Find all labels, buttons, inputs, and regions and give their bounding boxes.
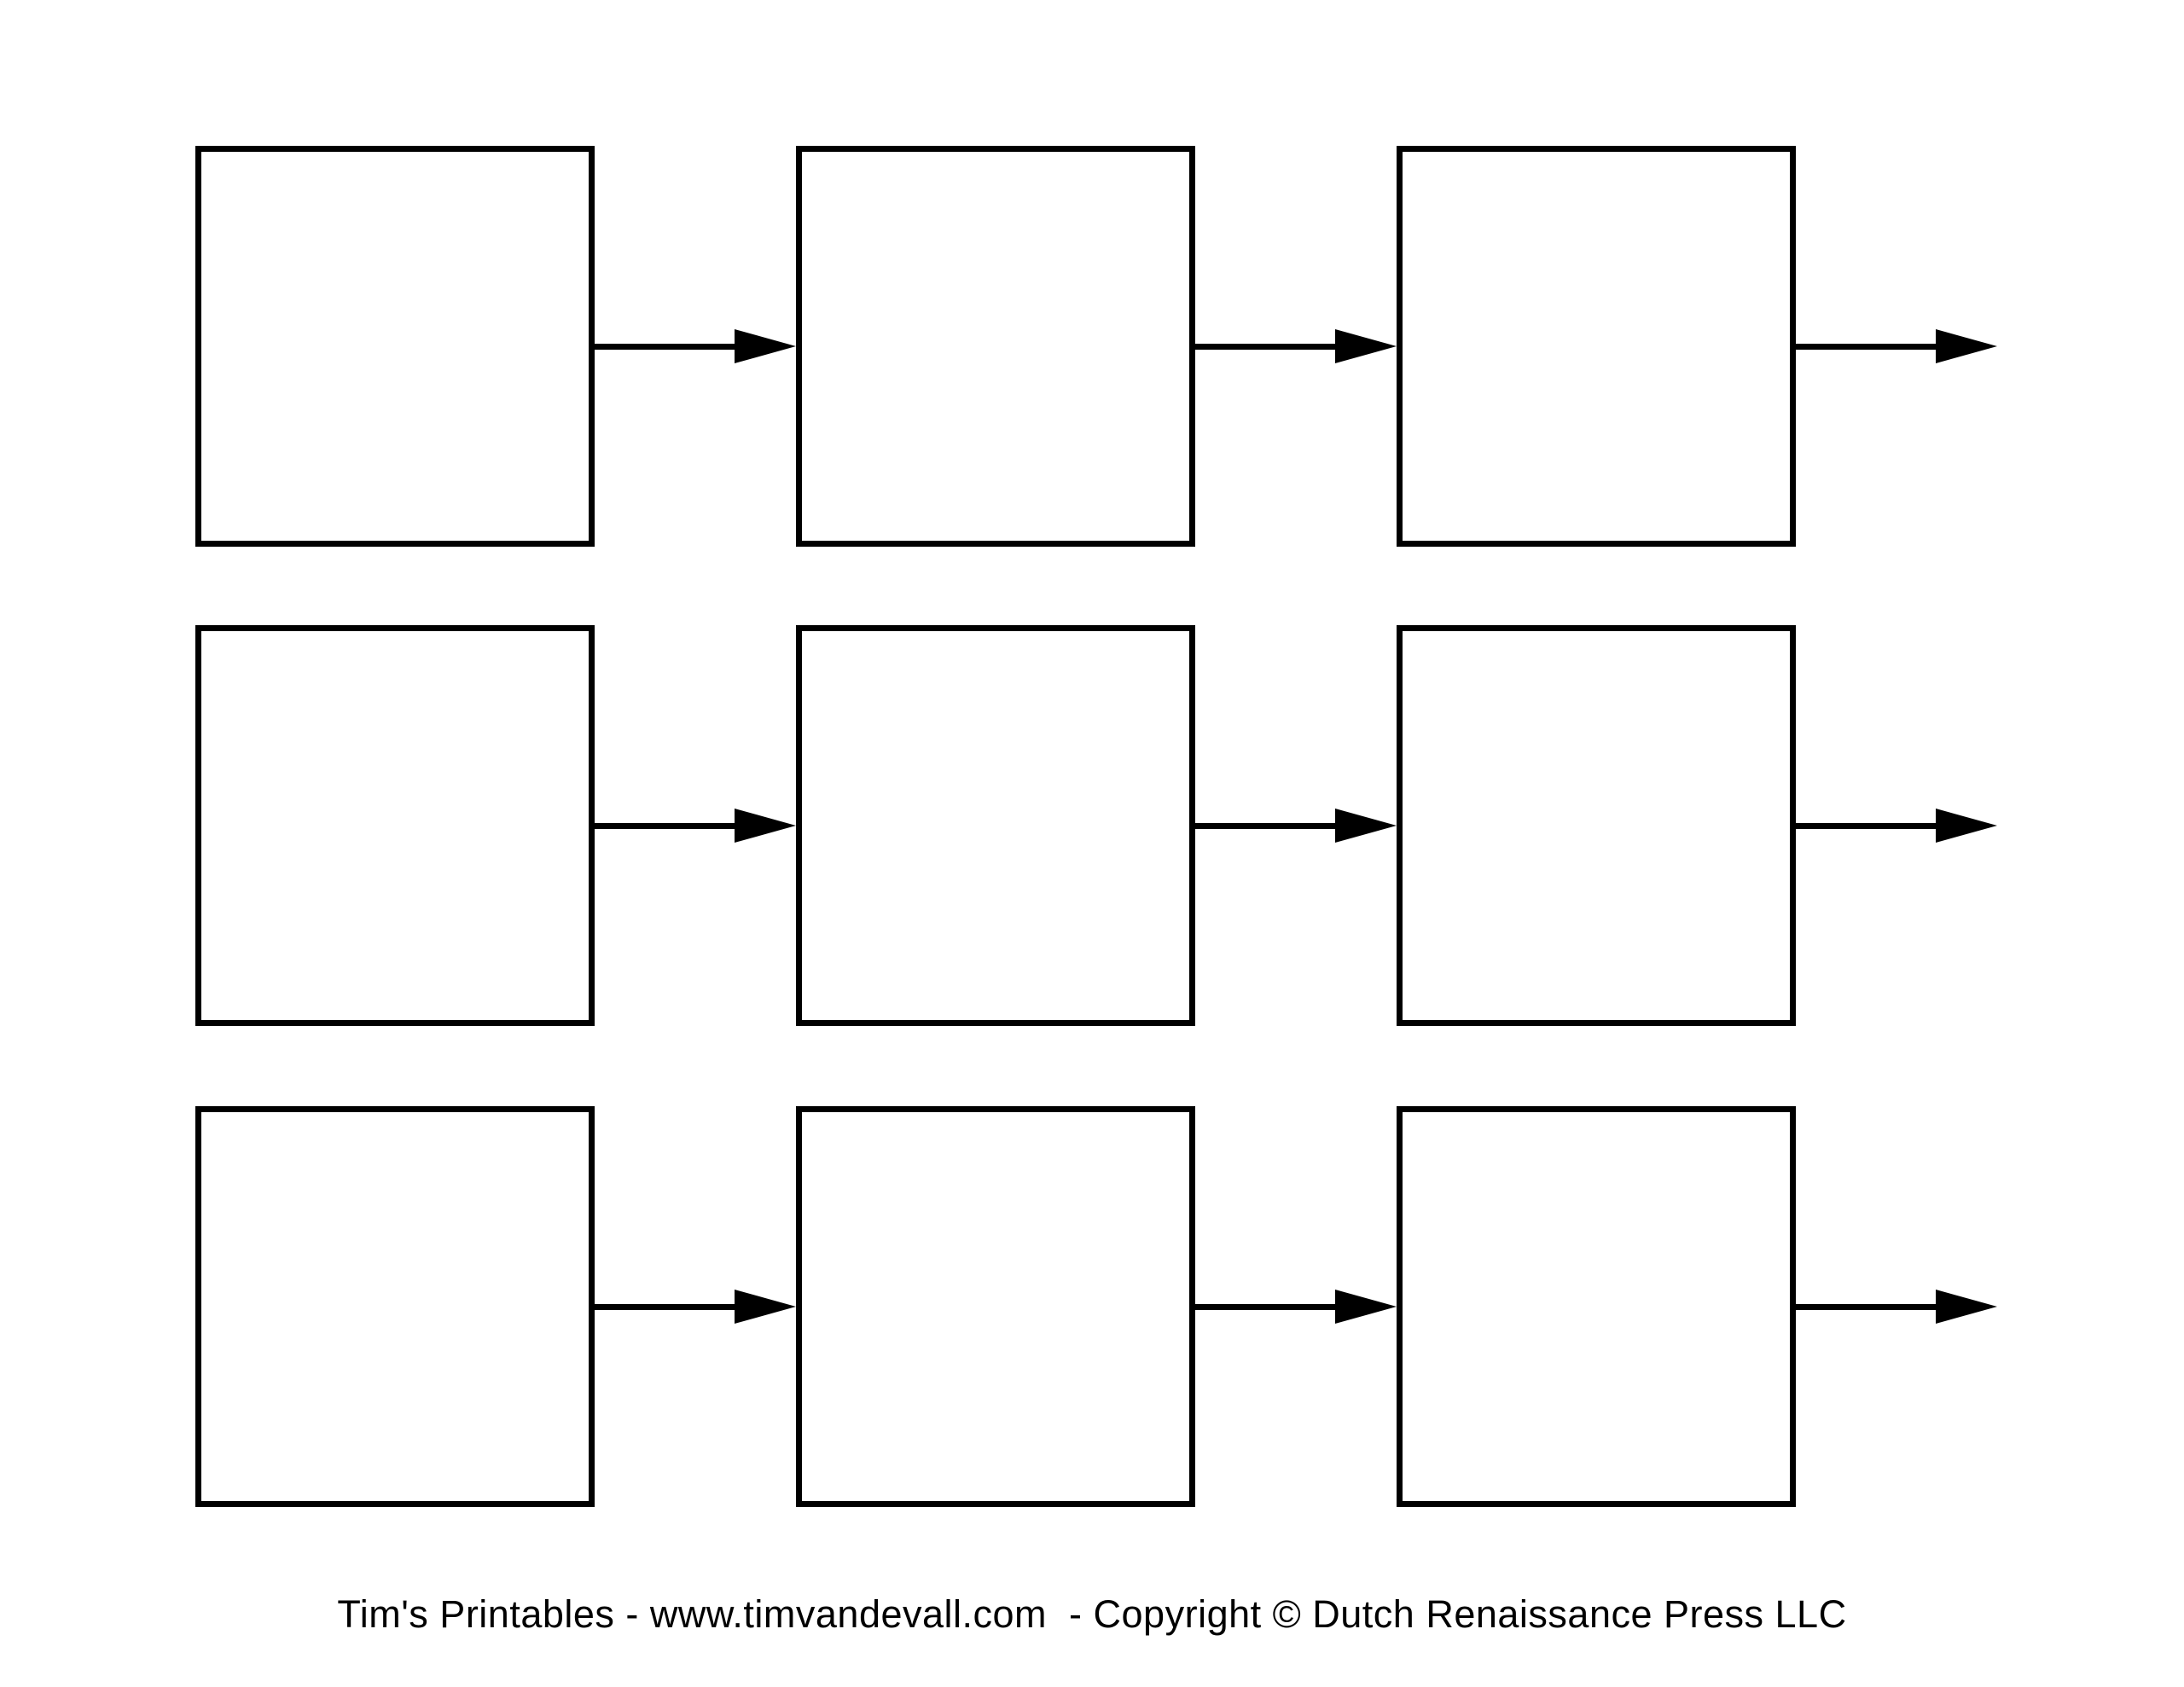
flowchart-box xyxy=(1397,625,1796,1026)
flowchart-box xyxy=(1397,146,1796,547)
arrow-shaft xyxy=(1195,1303,1338,1310)
flow-arrow-icon xyxy=(1796,146,1997,547)
flow-arrow-icon xyxy=(1796,1106,1997,1507)
arrow-head-icon xyxy=(1335,329,1397,363)
flow-arrow-icon xyxy=(1195,146,1397,547)
flow-arrow-icon xyxy=(595,625,796,1026)
flowchart-row-3 xyxy=(195,1106,1997,1507)
flowchart-box xyxy=(1397,1106,1796,1507)
footer-credit: Tim's Printables - www.timvandevall.com … xyxy=(337,1592,1847,1636)
flowchart-row-2 xyxy=(195,625,1997,1026)
flow-arrow-icon xyxy=(595,146,796,547)
arrow-shaft xyxy=(1796,822,1938,829)
flowchart-box xyxy=(195,146,595,547)
arrow-head-icon xyxy=(735,809,796,843)
arrow-shaft xyxy=(1796,1303,1938,1310)
arrow-shaft xyxy=(1195,822,1338,829)
flowchart-box xyxy=(195,625,595,1026)
flowchart-box xyxy=(796,146,1195,547)
flowchart-row-1 xyxy=(195,146,1997,547)
flowchart-box xyxy=(195,1106,595,1507)
flow-arrow-icon xyxy=(1195,1106,1397,1507)
flow-arrow-icon xyxy=(595,1106,796,1507)
arrow-head-icon xyxy=(735,329,796,363)
flow-arrow-icon xyxy=(1796,625,1997,1026)
arrow-head-icon xyxy=(735,1290,796,1324)
flowchart-box xyxy=(796,625,1195,1026)
flow-arrow-icon xyxy=(1195,625,1397,1026)
arrow-shaft xyxy=(1195,343,1338,350)
arrow-head-icon xyxy=(1335,1290,1397,1324)
arrow-shaft xyxy=(1796,343,1938,350)
arrow-shaft xyxy=(595,822,737,829)
flowchart-box xyxy=(796,1106,1195,1507)
arrow-head-icon xyxy=(1936,329,1997,363)
arrow-shaft xyxy=(595,343,737,350)
arrow-shaft xyxy=(595,1303,737,1310)
arrow-head-icon xyxy=(1936,1290,1997,1324)
arrow-head-icon xyxy=(1335,809,1397,843)
arrow-head-icon xyxy=(1936,809,1997,843)
